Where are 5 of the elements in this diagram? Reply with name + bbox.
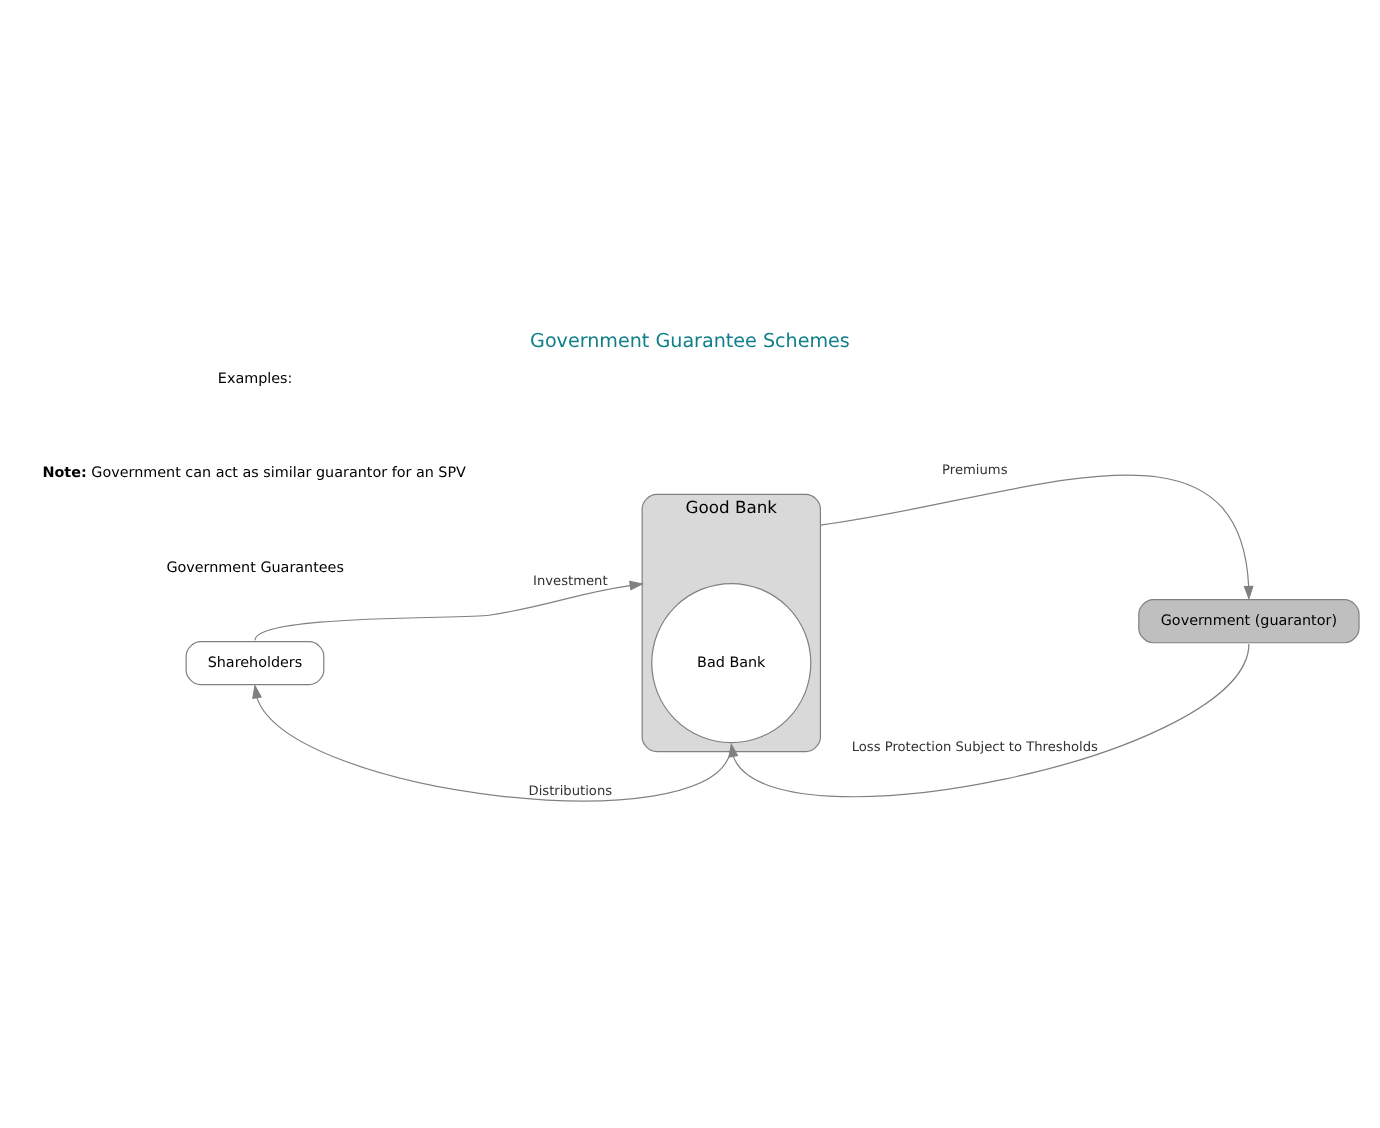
arrow [252, 684, 732, 802]
arrow [254, 580, 644, 641]
arrow [819, 475, 1254, 601]
arrow [728, 643, 1250, 797]
diagram-title: Government Guarantee Schemes [530, 330, 850, 353]
